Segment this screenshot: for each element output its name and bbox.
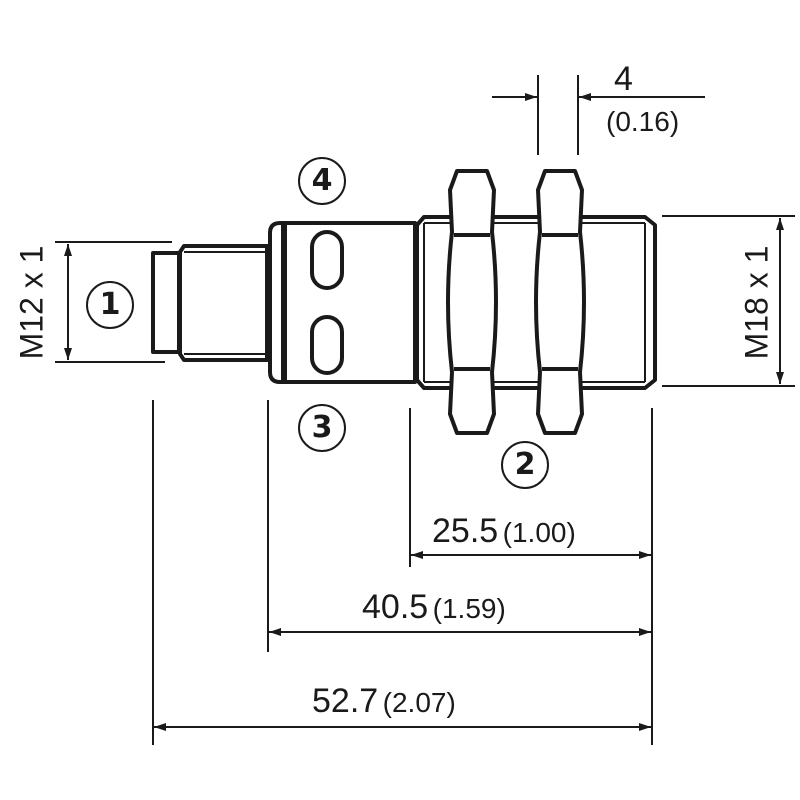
threaded-barrel <box>415 215 657 390</box>
connector-thread <box>178 244 269 362</box>
m18-thread-label: M18 x 1 <box>738 245 775 360</box>
led-window-bottom <box>310 315 344 375</box>
callout-2: 2 <box>501 441 549 489</box>
callout-3: 3 <box>298 404 346 452</box>
dim-total-length: 52.7 (2.07) <box>312 682 456 720</box>
dim-body-length: 40.5 (1.59) <box>362 588 506 626</box>
housing-body <box>268 221 417 384</box>
callout-1: 1 <box>86 281 134 329</box>
connector-tip <box>151 251 181 354</box>
nut-width-mm: 4 <box>614 60 633 98</box>
nut-2 <box>534 169 586 435</box>
callout-4: 4 <box>298 157 346 205</box>
nut-1 <box>446 169 498 435</box>
nut-width-inch: (0.16) <box>606 106 680 137</box>
led-window-top <box>310 230 344 290</box>
dim-thread-length: 25.5 (1.00) <box>432 512 576 550</box>
m12-thread-label: M12 x 1 <box>13 245 50 360</box>
